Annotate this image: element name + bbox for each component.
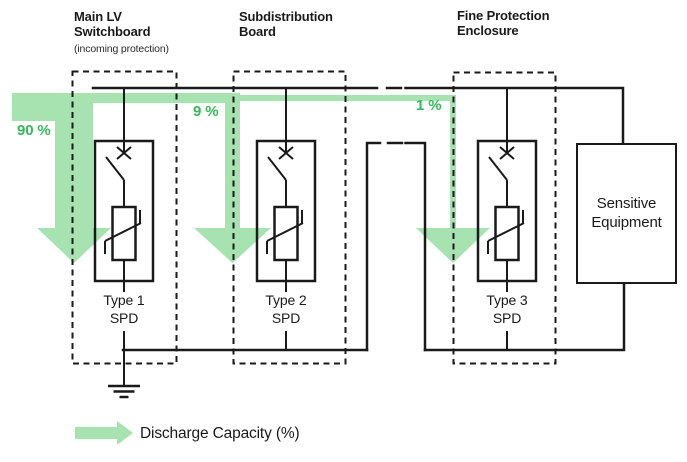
board-title-line: Fine Protection: [457, 8, 550, 23]
enclosure-box-subdistribution: [232, 70, 347, 365]
equipment-label-line: Equipment: [591, 213, 662, 231]
spd-earth-leads: [123, 331, 508, 387]
spd-symbol-type3: [476, 86, 538, 294]
discharge-arrow-90: [12, 93, 111, 263]
spd-type-line: Type 1: [103, 292, 145, 308]
spd-type-line: Type 2: [265, 292, 307, 308]
spd-symbol-type2: [255, 86, 317, 294]
discharge-pct-label-1: 1 %: [416, 97, 442, 114]
discharge-pct-label-90: 90 %: [17, 122, 51, 139]
board-subtitle-incoming-protection: (incoming protection): [74, 43, 169, 55]
ground-symbol-icon: [108, 384, 140, 399]
enclosure-box-main-switchboard: [71, 70, 178, 365]
spd-abbrev-line: SPD: [271, 310, 301, 326]
board-title-subdistribution: Subdistribution Board: [239, 9, 333, 39]
board-title-line: Board: [239, 24, 276, 39]
board-title-line: Subdistribution: [239, 9, 333, 24]
spd-type1-label: Type 1 SPD: [79, 291, 169, 327]
discharge-flow-arrows: [12, 93, 490, 263]
board-title-line: Enclosure: [457, 23, 519, 38]
legend-label: Discharge Capacity (%): [140, 425, 300, 442]
board-title-line: Switchboard: [74, 24, 151, 39]
board-title-main-switchboard: Main LV Switchboard: [74, 9, 151, 39]
spd-type3-label: Type 3 SPD: [462, 291, 552, 327]
spd-type2-label: Type 2 SPD: [241, 291, 331, 327]
spd-type-line: Type 3: [486, 292, 528, 308]
earth-bus-line: [121, 283, 626, 352]
board-title-line: Main LV: [74, 9, 122, 24]
sensitive-equipment-label: Sensitive Equipment: [576, 143, 677, 284]
legend-discharge-arrow-icon: [75, 421, 133, 445]
spd-symbol-type1: [93, 86, 155, 294]
enclosure-box-fine-protection: [452, 71, 557, 365]
spd-abbrev-line: SPD: [109, 310, 139, 326]
discharge-arrow-9: [93, 93, 271, 263]
discharge-pct-label-9: 9 %: [193, 103, 219, 120]
spd-abbrev-line: SPD: [492, 310, 522, 326]
pe-conductor-line: [365, 141, 427, 352]
board-title-fine-protection: Fine Protection Enclosure: [457, 8, 550, 38]
sensitive-equipment-box: [576, 143, 677, 284]
phase-bus-line: [91, 86, 625, 144]
equipment-label-line: Sensitive: [596, 195, 657, 212]
